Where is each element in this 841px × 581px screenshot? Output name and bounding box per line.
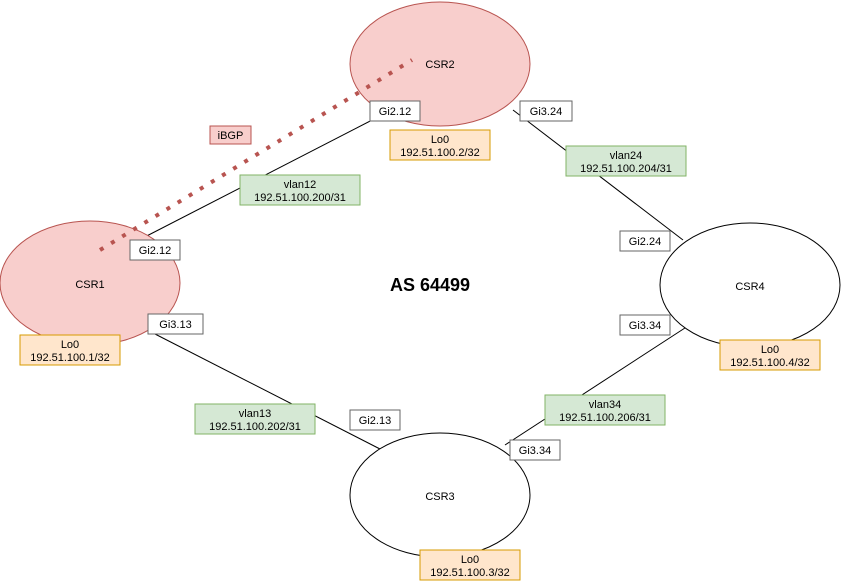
csr3-intf-gi2-13: Gi2.13 (349, 409, 401, 431)
csr3-intf-gi3-34: Gi3.34 (509, 439, 561, 461)
csr3-loopback-ip: 192.51.100.3/32 (430, 567, 510, 579)
ibgp-label: iBGP (209, 125, 252, 145)
router-csr2[interactable]: CSR2 (349, 1, 531, 127)
csr1-intf-gi2-12-text: Gi2.12 (139, 245, 171, 257)
csr4-loopback-rect (719, 339, 821, 371)
router-csr3[interactable]: CSR3 (349, 432, 531, 558)
csr4-loopback-name: Lo0 (761, 344, 779, 356)
ibgp-label-box (209, 125, 252, 145)
csr1-intf-gi2-12-box (129, 239, 181, 261)
csr2-intf-gi3-24: Gi3.24 (519, 100, 573, 122)
router-csr4-name: CSR4 (735, 281, 764, 293)
csr3-loopback-box: Lo0 192.51.100.3/32 (419, 549, 521, 581)
csr1-intf-gi2-12: Gi2.12 (129, 239, 181, 261)
router-csr1-name: CSR1 (75, 279, 104, 291)
vlan12-subnet: 192.51.100.200/31 (254, 192, 346, 204)
as-title: AS 64499 (390, 275, 470, 295)
vlan34-subnet: 192.51.100.206/31 (559, 412, 651, 424)
csr2-intf-gi2-12-text: Gi2.12 (379, 106, 411, 118)
vlan12-box: vlan12 192.51.100.200/31 (239, 174, 361, 206)
csr3-loopback-name: Lo0 (461, 554, 479, 566)
csr1-intf-gi3-13: Gi3.13 (147, 313, 204, 335)
csr4-intf-gi2-24-text: Gi2.24 (629, 236, 661, 248)
csr4-intf-gi2-24-box (619, 230, 671, 252)
csr2-loopback-box: Lo0 192.51.100.2/32 (389, 129, 491, 161)
csr1-loopback-ip: 192.51.100.1/32 (30, 352, 110, 364)
vlan24-name: vlan24 (610, 150, 642, 162)
csr2-intf-gi3-24-text: Gi3.24 (530, 106, 562, 118)
vlan13-box: vlan13 192.51.100.202/31 (194, 403, 316, 435)
csr3-intf-gi2-13-text: Gi2.13 (359, 415, 391, 427)
csr4-intf-gi3-34: Gi3.34 (619, 314, 671, 336)
csr2-loopback-ip: 192.51.100.2/32 (400, 147, 480, 159)
csr2-loopback-rect (389, 129, 491, 161)
router-csr2-shape (349, 1, 531, 127)
vlan13-name: vlan13 (239, 408, 271, 420)
vlan34-rect (544, 394, 666, 426)
csr3-intf-gi3-34-text: Gi3.34 (519, 445, 551, 457)
csr1-loopback-box: Lo0 192.51.100.1/32 (19, 334, 121, 366)
csr3-intf-gi3-34-box (509, 439, 561, 461)
csr1-loopback-name: Lo0 (61, 339, 79, 351)
vlan12-rect (239, 174, 361, 206)
csr2-intf-gi2-12-box (369, 100, 421, 122)
router-csr2-name: CSR2 (425, 59, 454, 71)
csr4-intf-gi3-34-text: Gi3.34 (629, 320, 661, 332)
csr4-loopback-box: Lo0 192.51.100.4/32 (719, 339, 821, 371)
vlan34-box: vlan34 192.51.100.206/31 (544, 394, 666, 426)
csr4-intf-gi2-24: Gi2.24 (619, 230, 671, 252)
vlan24-box: vlan24 192.51.100.204/31 (565, 145, 687, 177)
vlan13-rect (194, 403, 316, 435)
csr2-intf-gi3-24-box (519, 100, 573, 122)
csr2-loopback-name: Lo0 (431, 134, 449, 146)
vlan34-name: vlan34 (589, 399, 621, 411)
router-csr4[interactable]: CSR4 (659, 222, 841, 348)
vlan12-name: vlan12 (284, 179, 316, 191)
csr1-loopback-rect (19, 334, 121, 366)
vlan24-rect (565, 145, 687, 177)
link-csr3-csr4 (504, 325, 689, 446)
csr3-intf-gi2-13-box (349, 409, 401, 431)
csr4-loopback-ip: 192.51.100.4/32 (730, 357, 810, 369)
vlan13-subnet: 192.51.100.202/31 (209, 421, 301, 433)
ibgp-label-text: iBGP (218, 130, 244, 142)
csr1-intf-gi3-13-text: Gi3.13 (159, 319, 191, 331)
csr1-intf-gi3-13-box (147, 313, 204, 335)
ibgp-session-line (98, 58, 414, 252)
csr2-intf-gi2-12: Gi2.12 (369, 100, 421, 122)
vlan24-subnet: 192.51.100.204/31 (580, 163, 672, 175)
csr4-intf-gi3-34-box (619, 314, 671, 336)
router-csr3-name: CSR3 (425, 491, 454, 503)
csr3-loopback-rect (419, 549, 521, 581)
link-csr1-csr3 (154, 333, 381, 450)
